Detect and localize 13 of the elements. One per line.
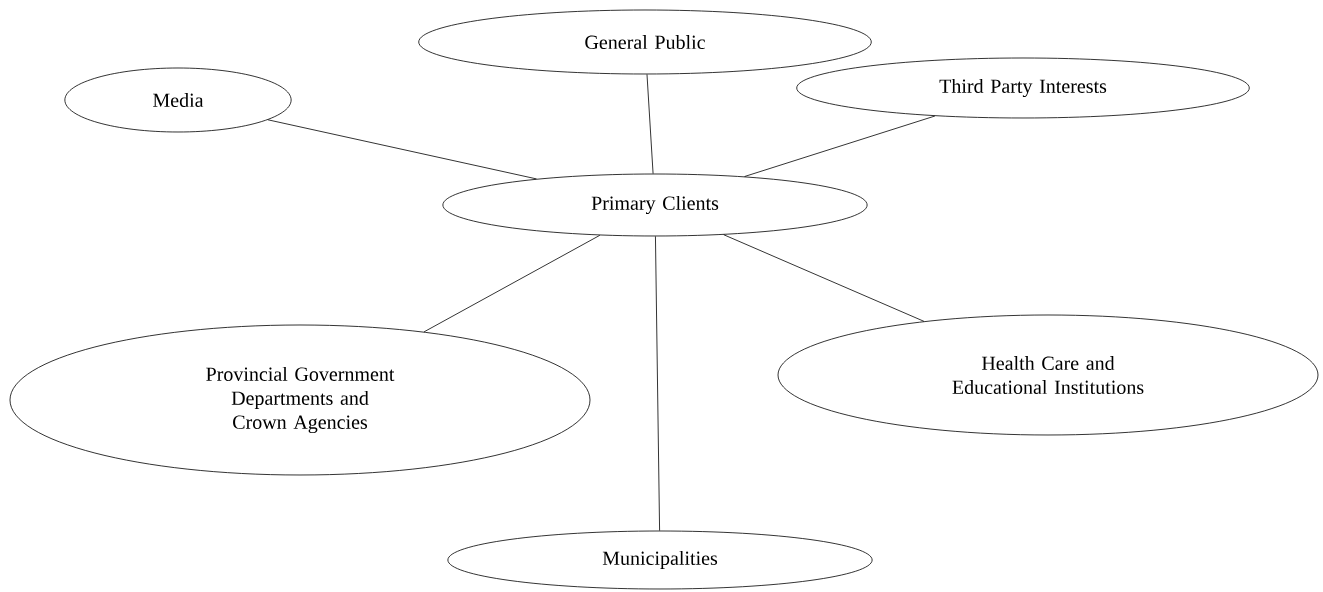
ellipse-node: Media	[64, 67, 292, 133]
connector-line	[723, 234, 925, 322]
ellipse-node: General Public	[418, 9, 872, 75]
ellipse-node: Municipalities	[447, 530, 873, 590]
ellipse-node: Primary Clients	[442, 173, 868, 237]
ellipse-node: Health Care and Educational Institutions	[777, 314, 1319, 436]
connector-line	[655, 236, 660, 531]
connector-line	[646, 74, 654, 174]
connector-line	[423, 234, 601, 333]
ellipse-node: Provincial Government Departments and Crown Agencies	[9, 324, 591, 476]
connector-line	[744, 115, 936, 177]
ellipse-node: Third Party Interests	[796, 57, 1250, 119]
connector-line	[267, 119, 537, 180]
